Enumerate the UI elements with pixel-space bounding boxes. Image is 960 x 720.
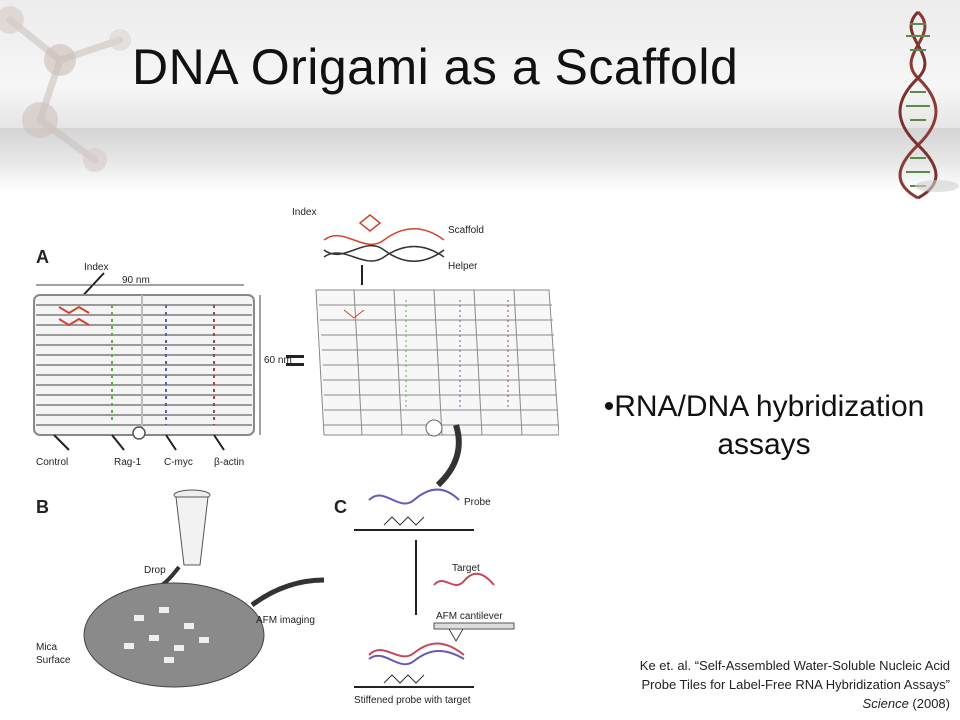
afm-arrow bbox=[250, 577, 325, 608]
detail-helper-label: Helper bbox=[448, 261, 478, 272]
tile-flakes bbox=[124, 607, 209, 663]
probe-label-rag1: Rag-1 bbox=[114, 457, 142, 468]
panel-c-letter: C bbox=[334, 497, 347, 517]
bound-probe bbox=[368, 650, 465, 666]
curved-arrow-to-c bbox=[435, 424, 462, 488]
target-label: Target bbox=[452, 563, 480, 574]
molecule-decoration-icon bbox=[0, 6, 131, 172]
index-strands bbox=[58, 305, 90, 327]
probe-label-bactin: β-actin bbox=[214, 457, 244, 468]
probe-label: Probe bbox=[464, 497, 491, 508]
target-strand bbox=[433, 572, 495, 586]
afm-cantilever bbox=[433, 622, 515, 630]
probe-anchor bbox=[383, 516, 425, 526]
probe-label-control: Control bbox=[36, 457, 68, 468]
probe-strand bbox=[368, 488, 460, 505]
probe-label-cmyc: C-myc bbox=[164, 457, 193, 468]
eppendorf-tube-icon bbox=[173, 489, 211, 566]
dna-origami-figure: A Index 90 nm 60 nm bbox=[33, 207, 559, 706]
scaffold-loop bbox=[132, 426, 146, 440]
lattice-loop bbox=[425, 419, 443, 437]
citation: Ke et. al. “Self-Assembled Water-Soluble… bbox=[546, 656, 950, 713]
header-strip bbox=[0, 128, 960, 192]
bound-target bbox=[368, 642, 465, 658]
mica-label-line2: Surface bbox=[36, 655, 71, 666]
lattice-3d bbox=[315, 289, 559, 436]
afm-imaging-label: AFM imaging bbox=[256, 615, 315, 626]
cantilever-label: AFM cantilever bbox=[436, 611, 503, 622]
panel-a-letter: A bbox=[36, 247, 49, 267]
dna-helix-icon bbox=[898, 10, 959, 200]
detail-scaffold-label: Scaffold bbox=[448, 225, 484, 236]
equals-top bbox=[286, 355, 304, 358]
citation-journal: Science bbox=[862, 696, 909, 711]
height-label: 60 nm bbox=[264, 355, 292, 366]
origami-tile-schematic bbox=[33, 294, 255, 436]
equals-bottom bbox=[286, 363, 304, 366]
mica-label-line1: Mica bbox=[36, 642, 58, 653]
citation-line1: Ke et. al. “Self-Assembled Water-Soluble… bbox=[639, 658, 950, 673]
panel-b-letter: B bbox=[36, 497, 49, 517]
stiffened-anchor bbox=[383, 674, 425, 684]
width-label: 90 nm bbox=[122, 275, 150, 286]
drop-label: Drop bbox=[144, 565, 166, 576]
citation-line3: Science (2008) bbox=[546, 694, 950, 713]
helix-detail bbox=[323, 214, 445, 262]
cantilever-tip bbox=[448, 628, 464, 642]
detail-index-label: Index bbox=[292, 207, 316, 218]
index-label: Index bbox=[84, 262, 108, 273]
citation-line2: Probe Tiles for Label-Free RNA Hybridiza… bbox=[641, 677, 950, 692]
bullet-text: •RNA/DNA hybridization assays bbox=[603, 390, 925, 461]
mica-surface bbox=[83, 582, 265, 688]
stiffened-label: Stiffened probe with target bbox=[354, 695, 471, 706]
citation-year: (2008) bbox=[908, 696, 950, 711]
slide-title: DNA Origami as a Scaffold bbox=[132, 39, 739, 95]
